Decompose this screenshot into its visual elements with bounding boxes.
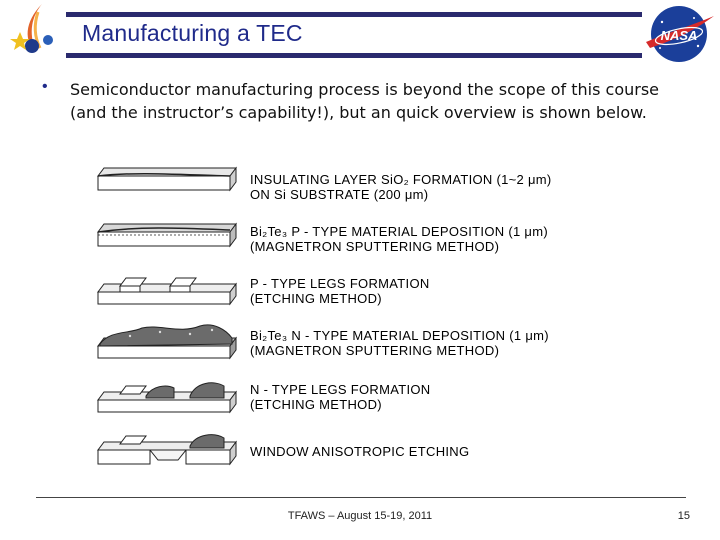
step-6-label: WINDOW ANISOTROPIC ETCHING: [250, 444, 610, 459]
title-bar-bottom: [66, 53, 642, 58]
tfaws-logo: [10, 4, 53, 53]
step-2-line-1: Bi₂Te₃ P - TYPE MATERIAL DEPOSITION (1 μ…: [250, 224, 548, 239]
substrate-diagram: [97, 166, 237, 192]
step-5-line-1: N - TYPE LEGS FORMATION: [250, 382, 431, 397]
step-4-label: Bi₂Te₃ N - TYPE MATERIAL DEPOSITION (1 μ…: [250, 328, 610, 358]
process-step-1: INSULATING LAYER SiO₂ FORMATION (1~2 μm)…: [90, 160, 610, 212]
svg-text:NASA: NASA: [661, 28, 698, 43]
step-1-label: INSULATING LAYER SiO₂ FORMATION (1~2 μm)…: [250, 172, 610, 202]
process-step-4: Bi₂Te₃ N - TYPE MATERIAL DEPOSITION (1 μ…: [90, 316, 610, 368]
process-step-6: WINDOW ANISOTROPIC ETCHING: [90, 424, 610, 476]
p-type-deposition-diagram: [97, 222, 237, 248]
page-number: 15: [677, 510, 690, 522]
bullet-marker: •: [42, 78, 48, 95]
process-step-5: N - TYPE LEGS FORMATION (ETCHING METHOD): [90, 370, 610, 422]
step-2-label: Bi₂Te₃ P - TYPE MATERIAL DEPOSITION (1 μ…: [250, 224, 610, 254]
n-type-deposition-diagram: [97, 324, 237, 360]
process-figure: INSULATING LAYER SiO₂ FORMATION (1~2 μm)…: [90, 160, 610, 480]
step-3-label: P - TYPE LEGS FORMATION (ETCHING METHOD): [250, 276, 610, 306]
title-bar-top: [66, 12, 642, 17]
step-3-line-1: P - TYPE LEGS FORMATION: [250, 276, 430, 291]
footer-divider: [36, 497, 686, 498]
step-4-line-1: Bi₂Te₃ N - TYPE MATERIAL DEPOSITION (1 μ…: [250, 328, 549, 343]
process-step-3: P - TYPE LEGS FORMATION (ETCHING METHOD): [90, 264, 610, 316]
nasa-logo: NASA: [646, 6, 714, 62]
step-5-label: N - TYPE LEGS FORMATION (ETCHING METHOD): [250, 382, 610, 412]
step-1-line-2: ON Si SUBSTRATE (200 μm): [250, 187, 429, 202]
process-step-2: Bi₂Te₃ P - TYPE MATERIAL DEPOSITION (1 μ…: [90, 212, 610, 264]
footer-text: TFAWS – August 15-19, 2011: [287, 510, 433, 522]
step-4-line-2: (MAGNETRON SPUTTERING METHOD): [250, 343, 500, 358]
step-6-line-1: WINDOW ANISOTROPIC ETCHING: [250, 444, 470, 459]
step-5-line-2: (ETCHING METHOD): [250, 397, 382, 412]
p-type-legs-diagram: [97, 277, 237, 306]
window-etching-diagram: [97, 434, 237, 466]
n-type-legs-diagram: [97, 382, 237, 414]
step-1-line-1: INSULATING LAYER SiO₂ FORMATION (1~2 μm): [250, 172, 552, 187]
step-3-line-2: (ETCHING METHOD): [250, 291, 382, 306]
bullet-text: Semiconductor manufacturing process is b…: [70, 80, 660, 122]
page-title: Manufacturing a TEC: [82, 20, 303, 46]
step-2-line-2: (MAGNETRON SPUTTERING METHOD): [250, 239, 500, 254]
